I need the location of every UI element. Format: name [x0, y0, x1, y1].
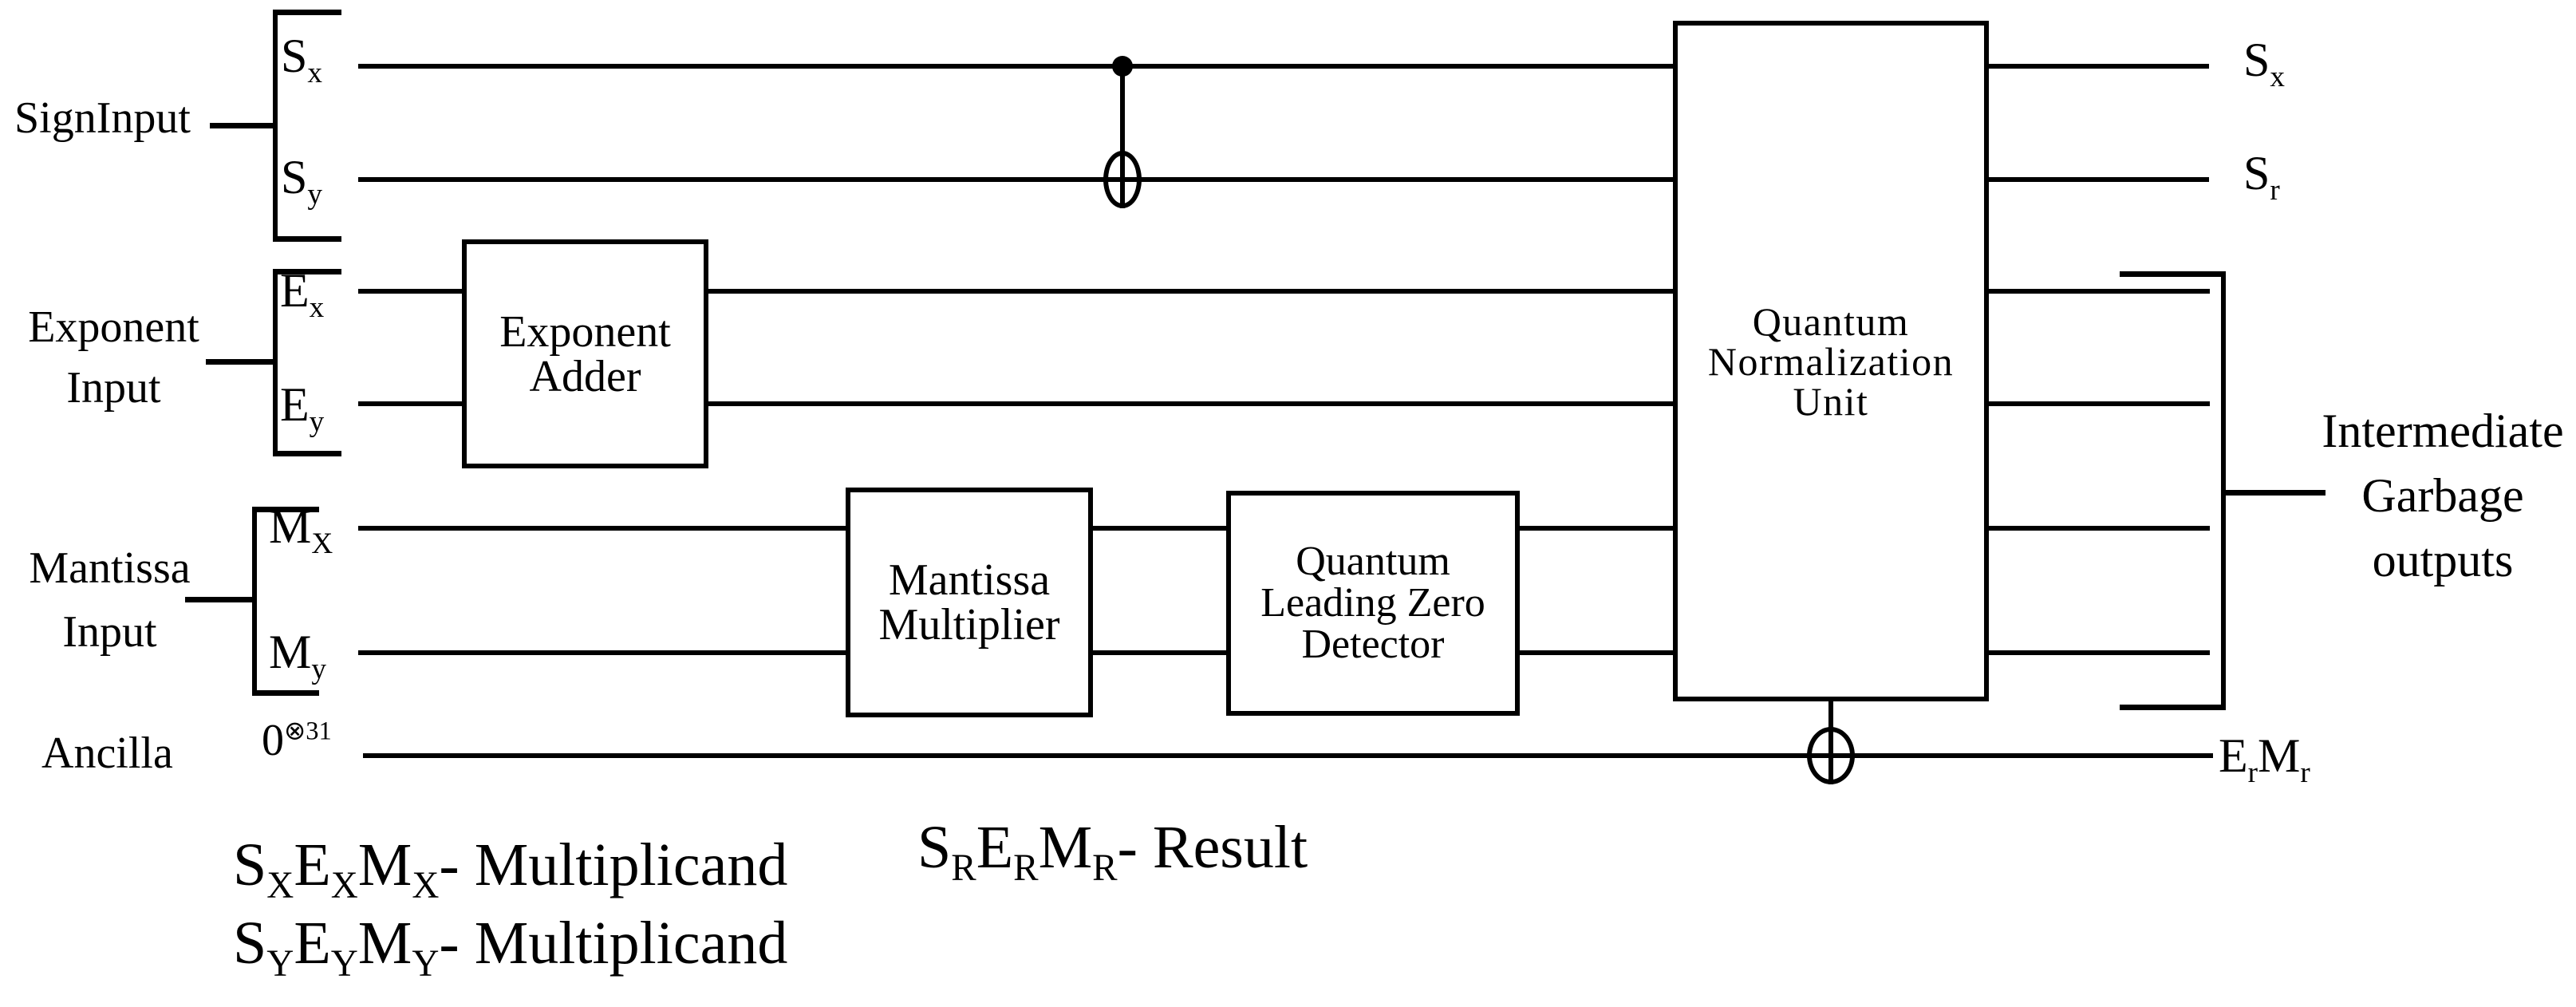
exponent-bracket-vline — [273, 269, 278, 456]
wire-ex-in — [358, 289, 467, 294]
exponent-bracket-bottom-tick — [273, 451, 341, 456]
wire-my-mid1 — [1088, 650, 1231, 655]
cnot-sign-vline — [1120, 66, 1125, 208]
wire-sy-main — [358, 177, 1678, 182]
wire-sx-out — [1984, 64, 2209, 69]
label-sr-out: Sr — [2243, 147, 2280, 207]
wire-my-in — [358, 650, 850, 655]
cnot-target-xor-icon — [1103, 151, 1142, 208]
wire-sx-main — [358, 64, 1678, 69]
garbage-bracket-bottom-tick — [2120, 705, 2226, 710]
wire-ex-out — [1984, 289, 2210, 294]
wire-mx-mid1 — [1088, 526, 1231, 531]
label-mx-in: MX — [269, 500, 333, 560]
ancilla-state-sup: ⊗31 — [284, 717, 332, 746]
mantissa-multiplier-label-line1: Mantissa — [888, 555, 1051, 605]
garbage-label-connector — [2221, 490, 2326, 496]
wire-mx-in — [358, 526, 850, 531]
exponent-adder-box: Exponent Adder — [462, 239, 708, 468]
legend-multiplicand-y: SYEYMY- Multiplicand — [233, 910, 788, 985]
exponent-input-connector — [206, 359, 274, 365]
wire-my-mid2 — [1515, 650, 1678, 655]
exponent-input-label-line1: Exponent — [28, 302, 199, 352]
label-sx-out: Sx — [2243, 34, 2285, 93]
wire-my-out — [1984, 650, 2210, 655]
exponent-adder-label-line2: Adder — [529, 351, 641, 401]
exponent-input-label: Exponent Input — [12, 297, 215, 418]
mantissa-input-connector — [185, 597, 253, 602]
wire-ey-in — [358, 401, 467, 406]
label-ermr-out: ErMr — [2219, 729, 2310, 789]
garbage-label-line2: Garbage — [2361, 469, 2524, 522]
legend-multiplicand-x: SXEXMX- Multiplicand — [233, 831, 788, 907]
qlzd-label-line3: Detector — [1301, 622, 1445, 667]
cnot-control-dot-icon — [1112, 56, 1133, 77]
intermediate-garbage-outputs-label: Intermediate Garbage outputs — [2310, 399, 2576, 593]
label-ey-in: Ey — [280, 378, 325, 438]
ancilla-target-xor-icon — [1807, 727, 1855, 784]
label-my-in: My — [269, 626, 326, 685]
quantum-normalization-unit-box: Quantum Normalization Unit — [1673, 21, 1989, 701]
mantissa-input-label-line2: Input — [62, 607, 157, 657]
wire-mx-mid2 — [1515, 526, 1678, 531]
exponent-adder-label-line1: Exponent — [499, 306, 671, 357]
mantissa-multiplier-box: Mantissa Multiplier — [846, 488, 1093, 717]
qnu-label-line1: Quantum — [1752, 298, 1910, 344]
quantum-leading-zero-detector-box: Quantum Leading Zero Detector — [1226, 491, 1520, 716]
qnu-label-line2: Normalization — [1707, 338, 1955, 384]
wire-sr-out — [1984, 177, 2209, 182]
sign-bracket-top-tick — [273, 10, 341, 15]
wire-ancilla — [363, 753, 2213, 758]
sign-input-connector — [210, 123, 274, 128]
mantissa-input-label-line1: Mantissa — [29, 543, 191, 593]
ancilla-state-label: 0⊗31 — [262, 718, 332, 763]
mantissa-bracket-vline — [252, 507, 257, 696]
label-ex-in: Ex — [280, 264, 325, 324]
garbage-label-line1: Intermediate — [2322, 405, 2564, 457]
ancilla-state-base: 0 — [262, 716, 284, 765]
ancilla-label: Ancilla — [41, 729, 173, 778]
wire-ex-mid — [704, 289, 1678, 294]
mantissa-multiplier-label-line2: Multiplier — [878, 600, 1060, 650]
mantissa-bracket-bottom-tick — [252, 690, 319, 696]
mantissa-bracket-top-tick — [252, 507, 319, 512]
qlzd-label-line1: Quantum — [1296, 539, 1450, 584]
mantissa-input-label: Mantissa Input — [8, 536, 211, 664]
exponent-input-label-line2: Input — [66, 363, 161, 413]
label-sx-in: Sx — [281, 30, 322, 89]
legend-result: SRERMR- Result — [917, 814, 1308, 890]
wire-ey-mid — [704, 401, 1678, 406]
sign-bracket-bottom-tick — [273, 236, 341, 242]
qnu-label-line3: Unit — [1793, 378, 1869, 424]
label-sy-in: Sy — [281, 151, 322, 211]
garbage-bracket-top-tick — [2120, 271, 2226, 277]
sign-bracket-vline — [273, 10, 278, 242]
wire-ey-out — [1984, 401, 2210, 406]
wire-mx-out — [1984, 526, 2210, 531]
sign-input-label: SignInput — [14, 93, 191, 143]
garbage-label-line3: outputs — [2372, 534, 2514, 586]
exponent-bracket-top-tick — [273, 269, 341, 274]
qlzd-label-line2: Leading Zero — [1260, 580, 1485, 626]
